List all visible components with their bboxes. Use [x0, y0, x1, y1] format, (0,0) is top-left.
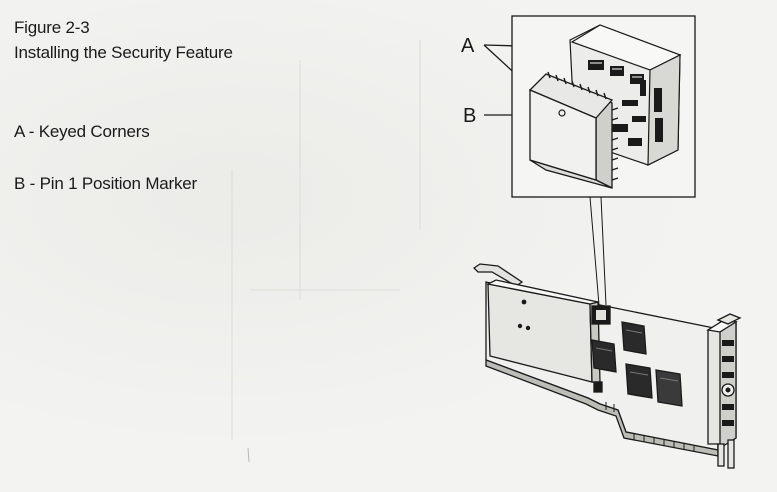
chip-illustration [528, 71, 619, 190]
scan-ghost-lines [231, 40, 421, 440]
callout-label-b: B [463, 105, 476, 127]
legend-item-pin1-marker: B - Pin 1 Position Marker [14, 174, 198, 193]
adapter-card-illustration [472, 263, 742, 469]
socket-illustration [569, 24, 682, 166]
pin1-marker-dot [558, 109, 566, 117]
zoom-connector-lines [589, 196, 607, 306]
figure-number: Figure 2-3 [14, 18, 90, 37]
figure-caption: Installing the Security Feature [14, 43, 233, 62]
callout-label-a: A [461, 35, 475, 57]
legend-item-keyed-corners: A - Keyed Corners [14, 122, 150, 141]
scan-speck [247, 447, 250, 463]
